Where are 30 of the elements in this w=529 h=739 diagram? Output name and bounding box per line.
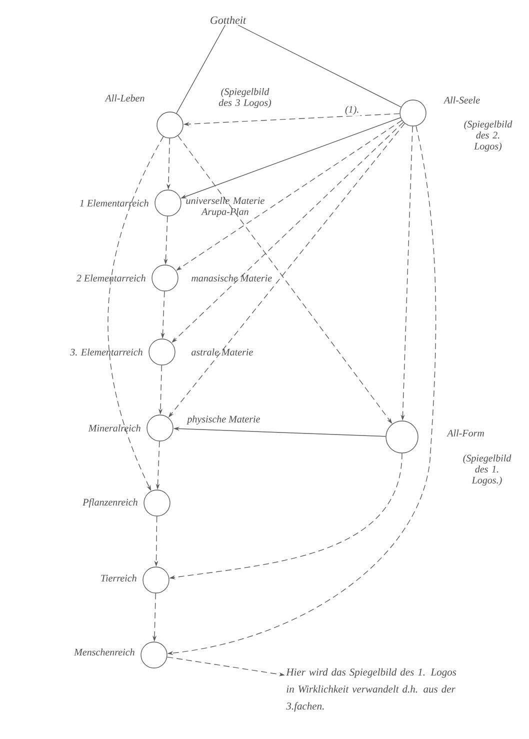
kingdom-label: 1 Elementarreich	[80, 199, 148, 207]
circle-symbol	[148, 338, 176, 366]
kingdom-label: Tierreich	[101, 574, 136, 582]
caption-text: (Spiegelbild des 2. Logos)	[464, 120, 512, 152]
kingdom-label: All-Form	[446, 429, 484, 437]
circle-symbol	[146, 414, 174, 442]
circle-symbol	[156, 112, 184, 138]
caption-text: physische Materie	[186, 415, 260, 425]
kingdom-label: 3. Elementarreich	[70, 348, 142, 356]
kingdom-label: Pflanzenreich	[82, 498, 138, 508]
circle-symbol	[142, 566, 170, 594]
circle-symbol	[154, 190, 182, 216]
caption-text: (Spiegelbild des 1. Logos.)	[463, 454, 512, 486]
caption-text: universelle Materie Arupa-Plan	[186, 196, 264, 218]
circle-symbol	[152, 264, 178, 292]
kingdom-label: Menschenreich	[74, 648, 134, 656]
circle-symbol	[144, 490, 170, 516]
circle-symbol	[400, 100, 426, 126]
kingdom-label: 2 Elementarreich	[76, 274, 146, 282]
circle-symbol	[386, 420, 418, 454]
note-text: Hier wird das Spiegelbild des 1. Logos in Wirklichkeit verwandelt d.h. aus der 3.fachen.	[286, 668, 456, 712]
caption-text: (Spiegelbild des 3 Logos)	[218, 88, 272, 108]
edge-label: (1).	[345, 106, 358, 115]
heading-text: Gottheit	[210, 16, 246, 24]
kingdom-label: All-Seele	[443, 96, 480, 104]
kingdom-label: All-Leben	[104, 94, 144, 102]
kingdom-label: Mineralreich	[88, 424, 140, 432]
caption-text: manasische Materie	[192, 274, 272, 282]
circle-symbol	[140, 642, 168, 668]
caption-text: astrale Materie	[192, 348, 253, 356]
